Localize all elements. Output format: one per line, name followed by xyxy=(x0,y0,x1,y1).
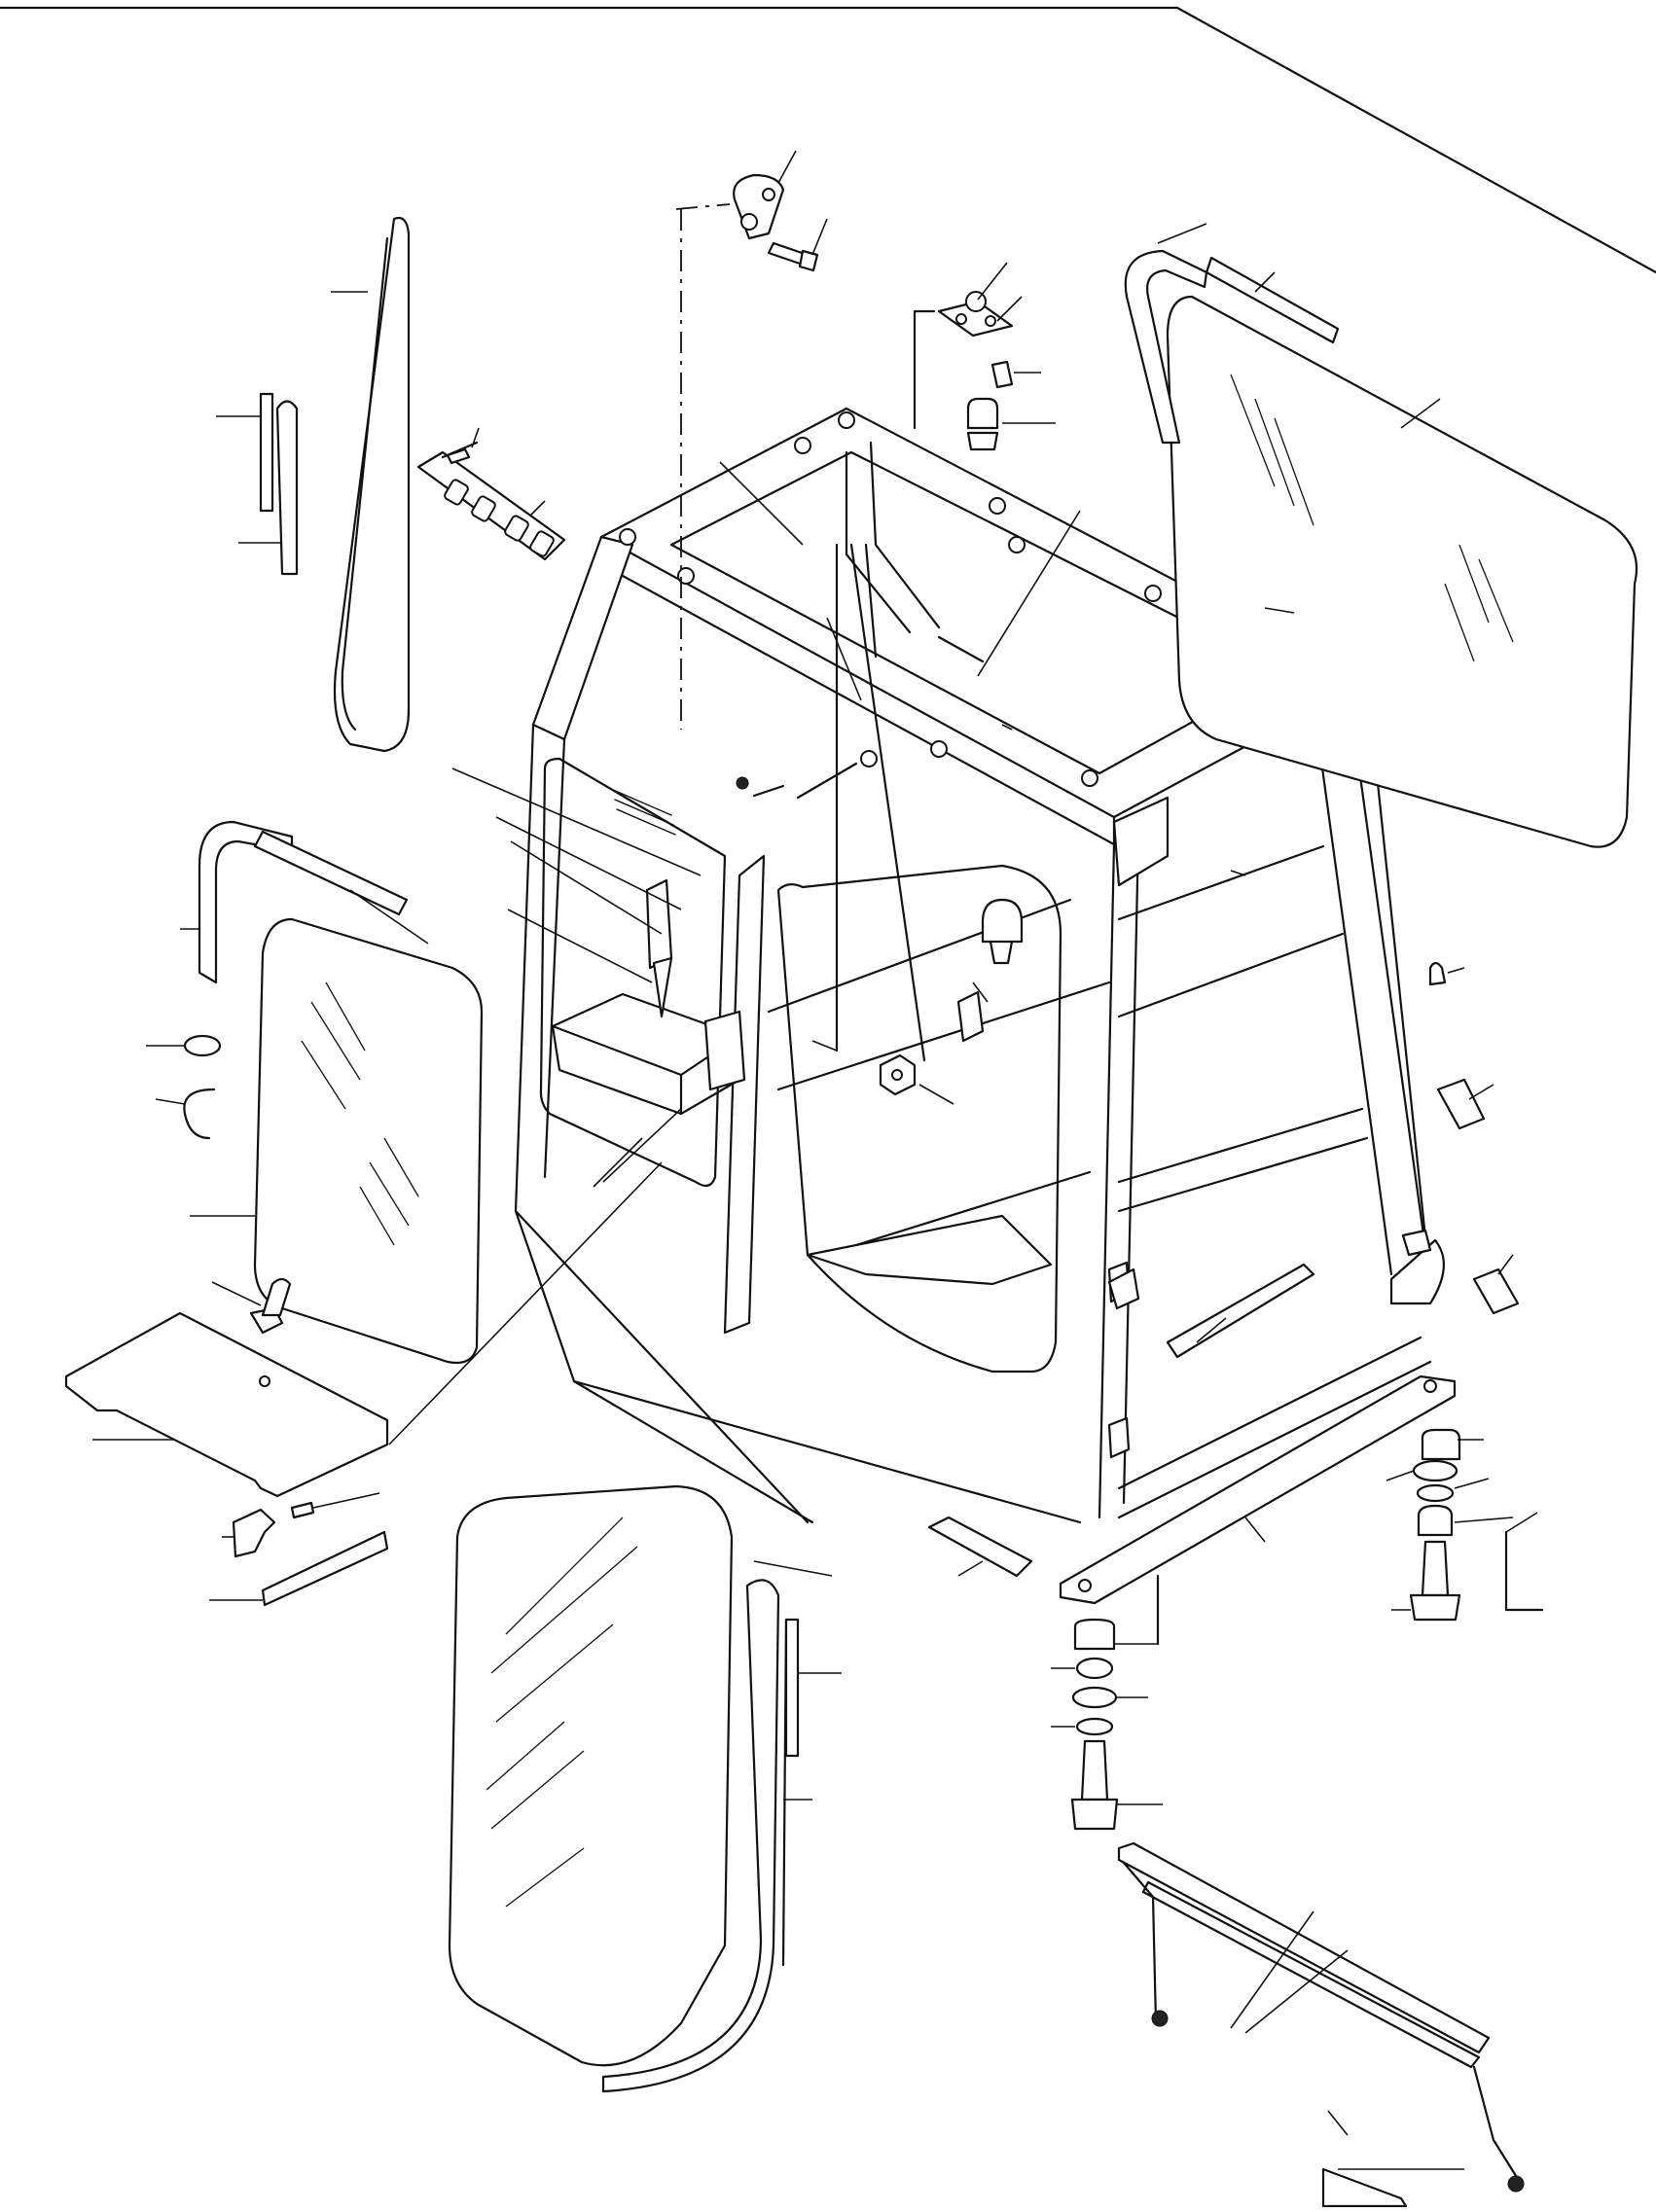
cab-frame xyxy=(514,407,1445,1524)
lower-edge-seal xyxy=(927,1516,1033,1578)
front-lower-glass xyxy=(448,1484,734,2067)
roof-bracket-stack xyxy=(913,262,1056,451)
left-door-channel xyxy=(180,820,429,984)
ring-and-clip xyxy=(146,1034,222,1140)
diagram-border xyxy=(0,6,1656,274)
assembly-centerline-top xyxy=(675,203,731,210)
roof-glass-channel xyxy=(1124,223,1340,445)
top-hinge-bracket xyxy=(733,150,828,272)
wiper-rod-assembly xyxy=(1117,1841,1525,2208)
vent-plate xyxy=(416,427,566,561)
lower-bushing-stack xyxy=(1051,1574,1163,1831)
floor-plate xyxy=(64,1277,389,1498)
right-side-pins xyxy=(1428,961,1520,1315)
upper-left-window-glass xyxy=(331,216,411,753)
bracket-and-strip xyxy=(209,1492,389,1607)
left-door-glass xyxy=(190,917,484,1365)
front-lower-seal xyxy=(601,1560,842,2093)
roof-glass xyxy=(1166,295,1638,848)
mounting-rail xyxy=(1059,1374,1457,1605)
upper-left-seal-strips xyxy=(216,392,299,576)
leader-lines xyxy=(388,461,1295,1445)
right-bushing-stack xyxy=(1386,1428,1544,1622)
